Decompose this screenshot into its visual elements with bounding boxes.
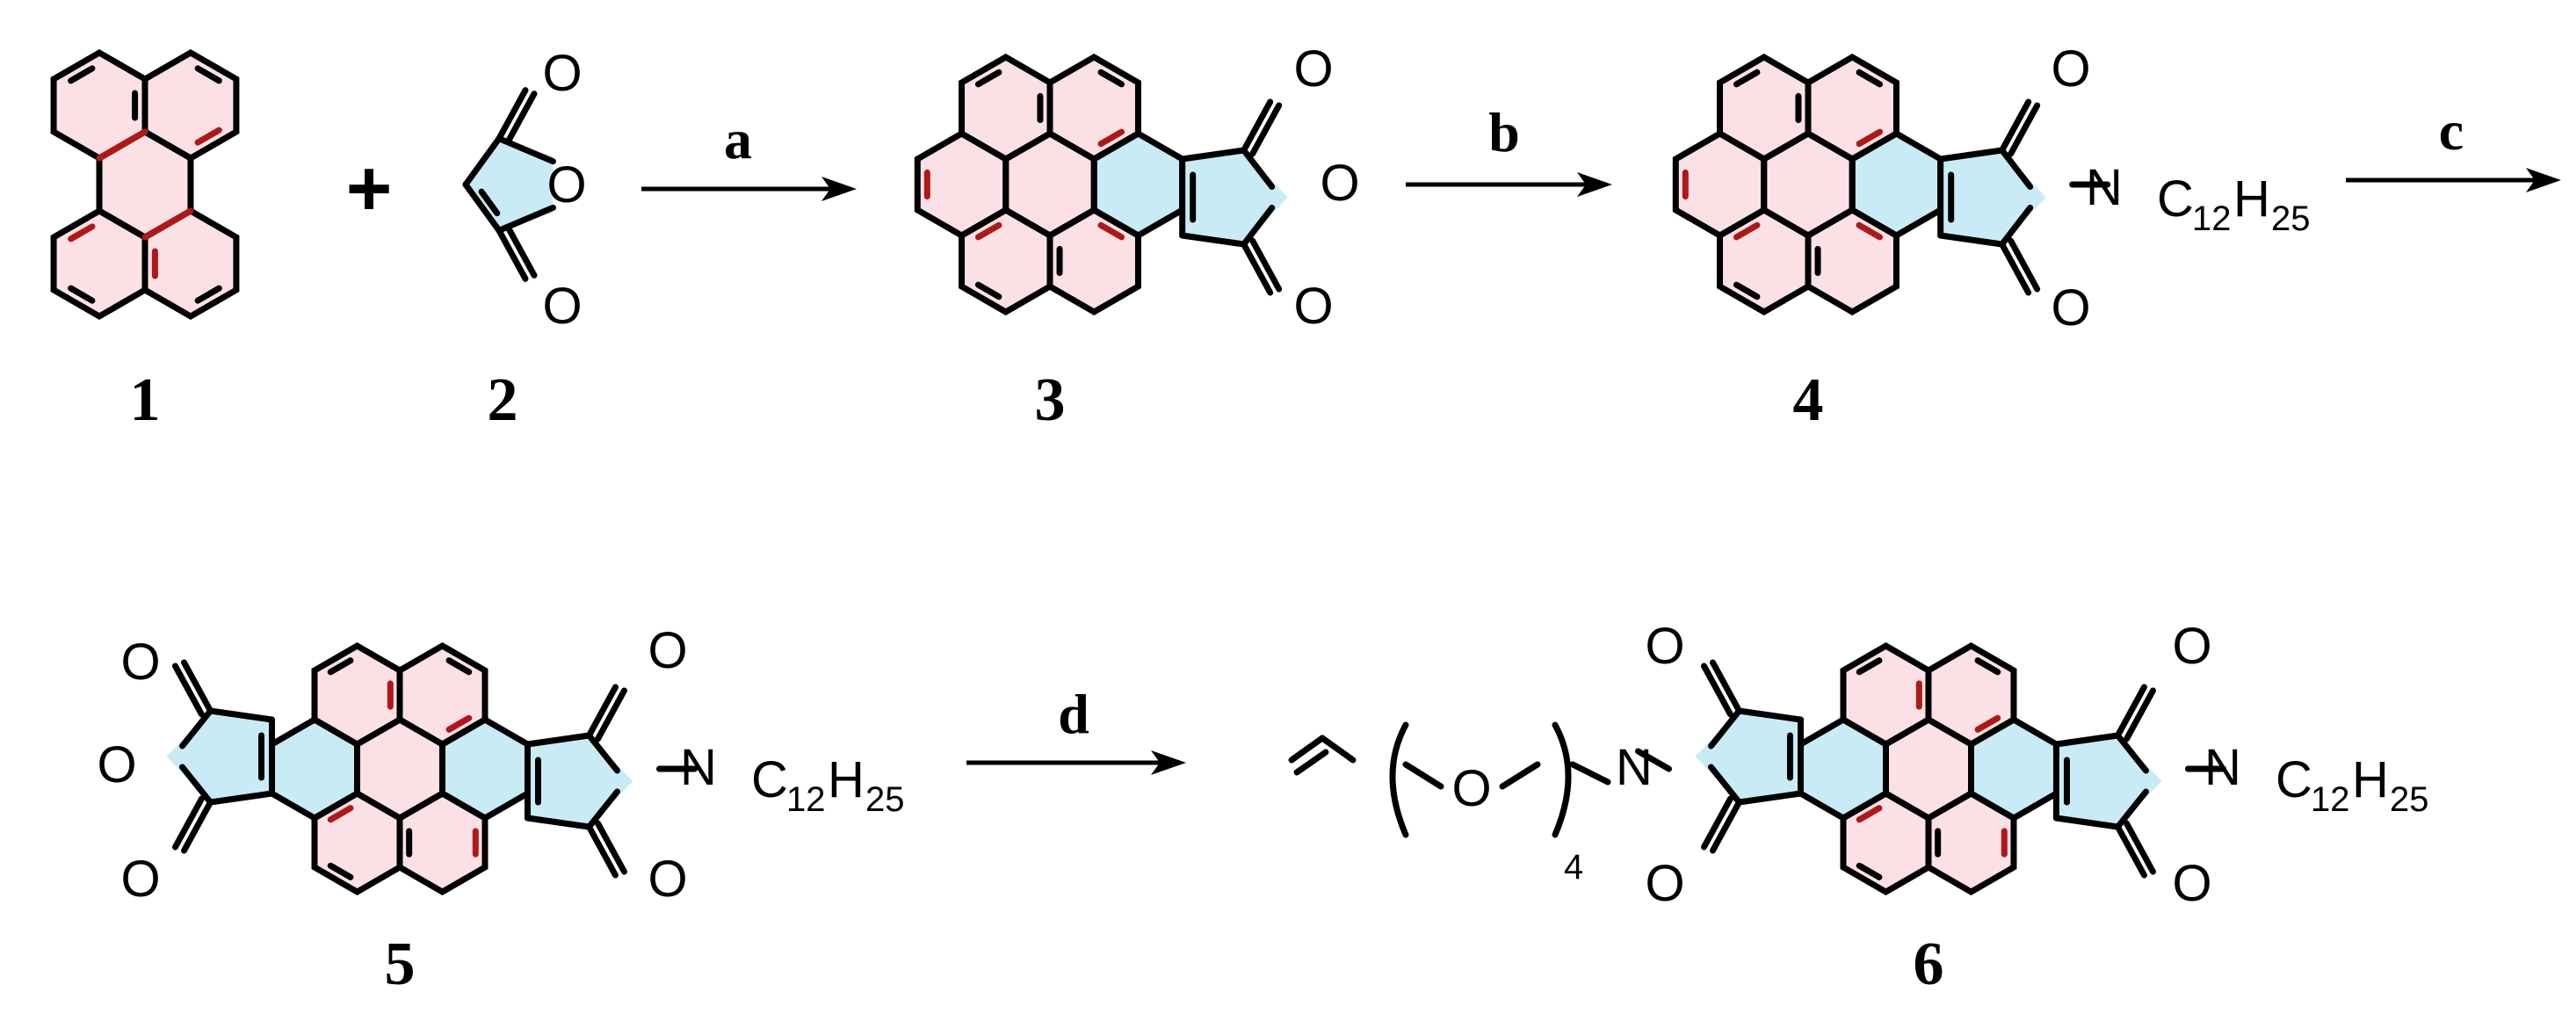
atom-n-c6-left: N bbox=[1616, 739, 1653, 796]
allyl-peg-chain bbox=[1288, 721, 1611, 838]
alkyl-h-symbol: H bbox=[828, 751, 865, 808]
alkyl-c-count: 12 bbox=[2192, 199, 2232, 238]
atom-n-c6-right: N bbox=[2204, 739, 2241, 796]
alkyl-c-symbol: C bbox=[2276, 751, 2312, 808]
atom-o-c6-ether: O bbox=[1451, 760, 1491, 817]
atom-o-c5-imide-bottom: O bbox=[648, 851, 687, 908]
molecule-drawings bbox=[50, 48, 2226, 896]
atom-o-c2-top: O bbox=[542, 45, 582, 102]
molecule-1-perylene bbox=[50, 48, 240, 321]
atom-o-c5-bottom: O bbox=[120, 851, 160, 908]
alkyl-h-count: 25 bbox=[2390, 780, 2429, 819]
step-b-label: b bbox=[1488, 101, 1520, 163]
alkyl-c-symbol: C bbox=[751, 751, 788, 808]
atom-o-c2-ring: O bbox=[546, 156, 586, 214]
alkyl-c-count: 12 bbox=[2311, 780, 2350, 819]
alkyl-chain-c4: C 12 H 25 bbox=[2157, 170, 2311, 238]
atom-o-c6-left-top: O bbox=[1645, 618, 1684, 675]
molecule-2-maleic-anhydride bbox=[462, 87, 556, 282]
molecule-5-anhydride-imide bbox=[166, 641, 698, 896]
alkyl-h-symbol: H bbox=[2352, 751, 2389, 808]
atom-n-c5: N bbox=[680, 739, 717, 796]
step-d-label: d bbox=[1058, 683, 1089, 745]
step-c-label: c bbox=[2439, 99, 2464, 162]
alkyl-chain-c6: C 12 H 25 bbox=[2276, 751, 2429, 819]
plus-sign: + bbox=[346, 145, 393, 233]
molecule-4-imide bbox=[1672, 53, 2111, 316]
atom-o-c5-ring: O bbox=[97, 736, 136, 793]
compound-label-6: 6 bbox=[1914, 931, 1944, 998]
alkyl-h-count: 25 bbox=[2271, 199, 2311, 238]
atom-o-c4-top: O bbox=[2051, 40, 2090, 98]
compound-label-2: 2 bbox=[488, 366, 518, 434]
alkyl-h-count: 25 bbox=[865, 780, 905, 819]
atom-o-c3-bottom: O bbox=[1293, 278, 1333, 335]
atom-n-c4: N bbox=[2086, 159, 2123, 216]
alkyl-h-symbol: H bbox=[2233, 170, 2270, 228]
arrow-a bbox=[641, 177, 857, 201]
arrow-b bbox=[1406, 172, 1612, 197]
compound-label-4: 4 bbox=[1793, 366, 1824, 434]
atom-o-c5-top: O bbox=[120, 634, 160, 691]
compound-label-1: 1 bbox=[130, 366, 161, 434]
step-a-label: a bbox=[724, 108, 752, 170]
atom-o-c6-left-bottom: O bbox=[1645, 855, 1684, 912]
alkyl-c-count: 12 bbox=[786, 780, 826, 819]
molecule-6-diimide bbox=[1635, 641, 2226, 896]
atom-o-c5-imide-top: O bbox=[648, 622, 687, 679]
repeat-count: 4 bbox=[1564, 848, 1583, 887]
arrow-d bbox=[966, 750, 1186, 775]
alkyl-c-symbol: C bbox=[2157, 170, 2194, 228]
atom-o-c3-top: O bbox=[1293, 40, 1333, 98]
compound-label-3: 3 bbox=[1035, 366, 1066, 434]
arrow-c bbox=[2346, 168, 2561, 192]
molecule-3-anhydride bbox=[914, 53, 1288, 316]
atom-o-c2-bottom: O bbox=[542, 278, 582, 335]
alkyl-chain-c5: C 12 H 25 bbox=[751, 751, 905, 819]
atom-o-c4-bottom: O bbox=[2051, 279, 2090, 337]
atom-o-c6-right-top: O bbox=[2172, 618, 2211, 675]
atom-o-c6-right-bottom: O bbox=[2172, 855, 2211, 912]
atom-o-c3-ring: O bbox=[1320, 155, 1359, 212]
compound-label-5: 5 bbox=[385, 931, 416, 998]
